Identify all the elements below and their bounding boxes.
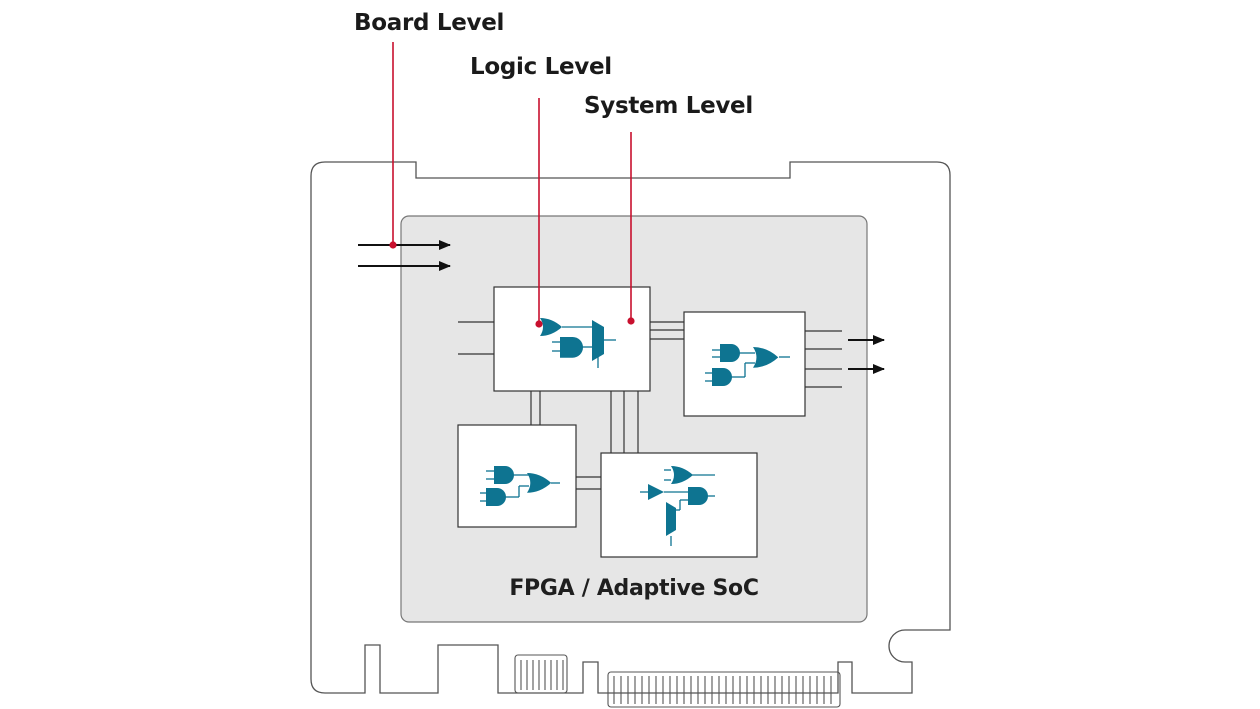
fpga-chip-label: FPGA / Adaptive SoC <box>509 576 759 601</box>
and-gate-icon <box>560 337 583 358</box>
board-level-label: Board Level <box>354 10 505 36</box>
and-gate-icon <box>486 488 506 506</box>
logic-block-b-gates <box>705 344 790 386</box>
and-gate-icon <box>494 466 514 484</box>
logic-block-a-gates <box>540 318 616 368</box>
fpga-chip <box>400 215 868 623</box>
and-gate-icon <box>720 344 740 362</box>
board-outline <box>310 161 951 694</box>
and-gate-icon <box>712 368 732 386</box>
board-level-marker <box>389 241 397 249</box>
mux-icon <box>666 502 676 536</box>
logic-level-label: Logic Level <box>470 54 612 80</box>
board-level-callout <box>389 42 397 249</box>
logic-level-marker <box>535 320 543 328</box>
buffer-icon <box>648 484 664 500</box>
system-level-label: System Level <box>584 93 753 119</box>
system-level-marker <box>627 317 635 325</box>
logic-level-callout <box>535 98 543 328</box>
mux-icon <box>592 320 604 361</box>
logic-block-d-gates <box>640 466 715 546</box>
interconnect-wires <box>458 321 842 490</box>
logic-block-c-gates <box>480 466 560 506</box>
logic-block-c <box>457 424 577 528</box>
edge-connector-fingers-right <box>607 671 841 708</box>
edge-connector-fingers-left <box>514 654 568 694</box>
system-level-callout <box>627 132 635 325</box>
